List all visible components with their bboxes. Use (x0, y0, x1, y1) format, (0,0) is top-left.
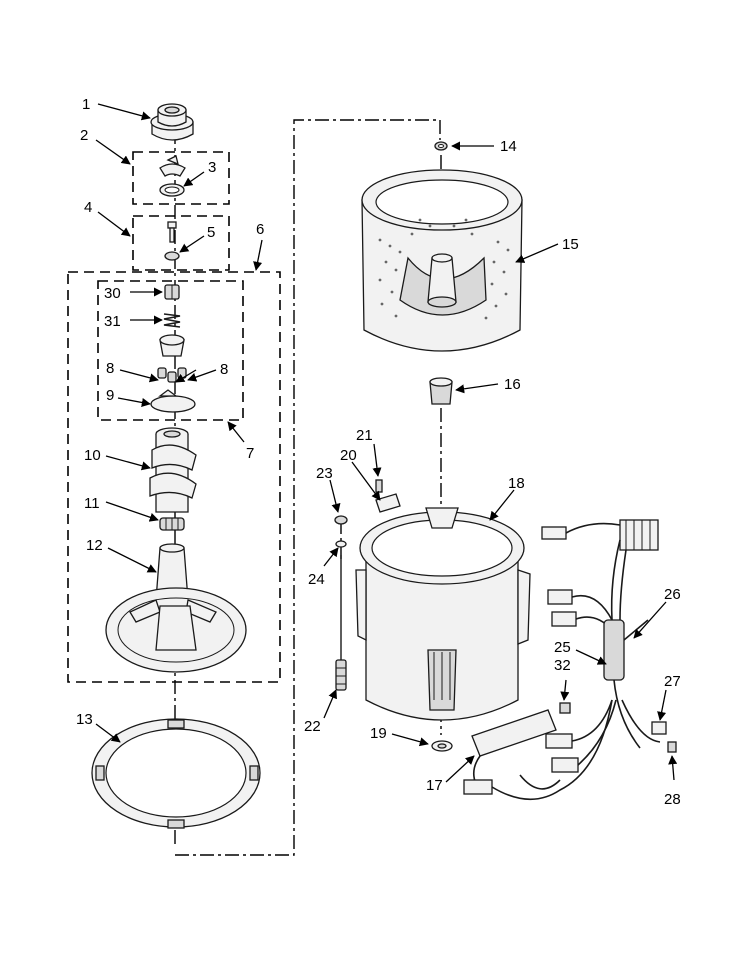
callout-7: 7 (246, 445, 254, 462)
part-23-pivot (334, 515, 348, 525)
callout-8-left: 8 (106, 360, 114, 377)
callout-9: 9 (106, 387, 114, 404)
callout-24: 24 (308, 571, 325, 588)
assembly-box-2 (132, 151, 230, 205)
callout-16: 16 (504, 376, 521, 393)
callout-14: 14 (500, 138, 517, 155)
callout-25: 25 (554, 639, 571, 656)
callout-22: 22 (304, 718, 321, 735)
assembly-box-7 (97, 280, 244, 421)
part-20-bracket (375, 493, 401, 513)
callout-1: 1 (82, 96, 90, 113)
callout-31: 31 (104, 313, 121, 330)
callout-32: 32 (554, 657, 571, 674)
callout-5: 5 (207, 224, 215, 241)
part-5-bolt (164, 221, 180, 261)
part-14-nut (434, 141, 448, 151)
part-19-seal (431, 740, 453, 752)
part-12-agitator-base (105, 543, 247, 673)
callout-11: 11 (84, 495, 100, 512)
part-15-spin-basket (361, 169, 523, 352)
callout-28: 28 (664, 791, 681, 808)
part-16-bushing (429, 377, 453, 405)
leader-lines (95, 103, 678, 783)
callout-8-right: 8 (220, 361, 228, 378)
callout-6: 6 (256, 221, 264, 238)
callout-3: 3 (208, 159, 216, 176)
part-24-washer (335, 540, 347, 548)
ratchet-hub (159, 334, 185, 357)
callout-18: 18 (508, 475, 525, 492)
part-13-balance-ring (91, 718, 261, 829)
callout-labels: 1 2 3 4 5 6 30 31 8 8 9 7 10 11 12 13 14… (76, 96, 681, 808)
callout-21: 21 (356, 427, 373, 444)
part-9-cam-plate (150, 389, 196, 413)
connection-route (175, 119, 441, 856)
callout-10: 10 (84, 447, 101, 464)
callout-12: 12 (86, 537, 103, 554)
wiring-harness (463, 519, 677, 801)
callout-30: 30 (104, 285, 121, 302)
part-1-agitator-cap (150, 103, 194, 141)
part-22-suspension-rod (335, 555, 347, 691)
part-17-harness-board (471, 709, 557, 785)
callout-19: 19 (370, 725, 387, 742)
callout-23: 23 (316, 465, 333, 482)
part-18-outer-tub (355, 507, 531, 721)
callout-2: 2 (80, 127, 88, 144)
assembly-box-4 (132, 215, 230, 271)
part-10-auger (149, 427, 197, 513)
callout-20: 20 (340, 447, 357, 464)
part-30-cam (164, 284, 180, 300)
callout-26: 26 (664, 586, 681, 603)
callout-17: 17 (426, 777, 443, 794)
part-31-spring (163, 313, 181, 328)
callout-27: 27 (664, 673, 681, 690)
callout-15: 15 (562, 236, 579, 253)
part-21-screw (375, 479, 383, 493)
part-8-dogs (157, 367, 187, 383)
callout-4: 4 (84, 199, 92, 216)
assembly-box-6 (67, 271, 281, 683)
part-11-coupler (159, 517, 185, 531)
callout-13: 13 (76, 711, 93, 728)
part-2-clip (159, 155, 186, 177)
part-3-seal-ring (159, 183, 185, 197)
